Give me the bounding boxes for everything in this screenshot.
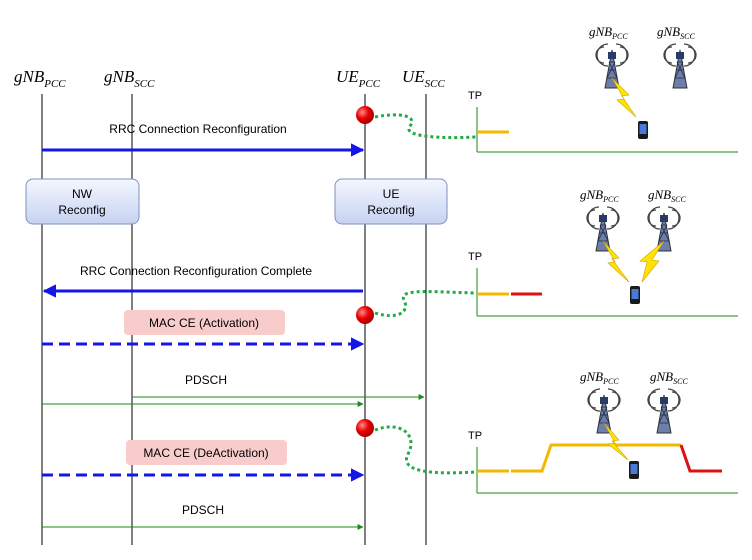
event-dot-2 — [356, 306, 374, 324]
lightning-bolt-icon — [611, 77, 637, 118]
entity-ue-scc: UESCC — [402, 67, 446, 90]
pdsch-2-label: PDSCH — [182, 503, 224, 517]
lightning-bolt-icon — [603, 422, 629, 461]
ue-reconfig-box: UE Reconfig — [334, 178, 448, 225]
event-dot-3 — [356, 419, 374, 437]
tp-line-pcc-3 — [478, 443, 681, 473]
svg-text:MAC CE (Activation): MAC CE (Activation) — [149, 316, 259, 330]
phone-icon — [630, 286, 640, 304]
tower-icon — [647, 388, 681, 434]
throughput-graph-2: TP — [468, 251, 738, 317]
phone-icon — [638, 121, 648, 139]
entity-ue-pcc: UEPCC — [336, 67, 381, 90]
scene-2-scc-label: gNBSCC — [648, 187, 686, 204]
throughput-graph-1: TP — [468, 90, 738, 153]
mac-activation-label: MAC CE (Activation) — [124, 310, 285, 335]
dotted-link-3 — [374, 425, 477, 475]
tower-icon — [647, 206, 681, 252]
lightning-bolt-icon — [639, 240, 665, 283]
phone-icon — [629, 461, 639, 479]
nw-reconfig-box: NW Reconfig — [25, 178, 140, 225]
network-scene-1: gNBPCC gNBSCC — [589, 24, 697, 139]
msg-rrc-reconfig-label: RRC Connection Reconfiguration — [109, 122, 286, 136]
msg-rrc-complete-label: RRC Connection Reconfiguration Complete — [80, 264, 312, 278]
pdsch-1-label: PDSCH — [185, 373, 227, 387]
svg-text:UE: UE — [383, 187, 400, 201]
tp-label-2: TP — [468, 251, 482, 263]
event-dot-1 — [356, 106, 374, 124]
tower-icon — [586, 206, 620, 252]
mac-deactivation-label: MAC CE (DeActivation) — [126, 440, 287, 465]
svg-text:MAC CE (DeActivation): MAC CE (DeActivation) — [143, 446, 268, 460]
lightning-bolt-icon — [602, 240, 630, 283]
scene-1-pcc-label: gNBPCC — [589, 24, 628, 41]
tower-icon — [595, 43, 629, 89]
tower-icon — [587, 388, 621, 434]
scene-3-scc-label: gNBSCC — [650, 369, 688, 386]
scene-3-pcc-label: gNBPCC — [580, 369, 619, 386]
entity-gnb-scc: gNBSCC — [104, 67, 155, 90]
scene-2-pcc-label: gNBPCC — [580, 187, 619, 204]
entity-gnb-pcc: gNBPCC — [14, 67, 66, 90]
network-scene-3: gNBPCC gNBSCC — [580, 369, 688, 479]
tp-label-1: TP — [468, 90, 482, 102]
scene-1-scc-label: gNBSCC — [657, 24, 695, 41]
dotted-link-2 — [374, 290, 477, 318]
svg-text:NW: NW — [72, 187, 93, 201]
svg-text:Reconfig: Reconfig — [367, 203, 414, 217]
tp-label-3: TP — [468, 430, 482, 442]
network-scene-2: gNBPCC gNBSCC — [580, 187, 686, 304]
svg-text:Reconfig: Reconfig — [58, 203, 105, 217]
dotted-link-1 — [374, 113, 477, 140]
throughput-graph-3: TP — [468, 430, 738, 494]
tp-line-scc-3 — [679, 444, 722, 473]
tower-icon — [663, 43, 697, 89]
